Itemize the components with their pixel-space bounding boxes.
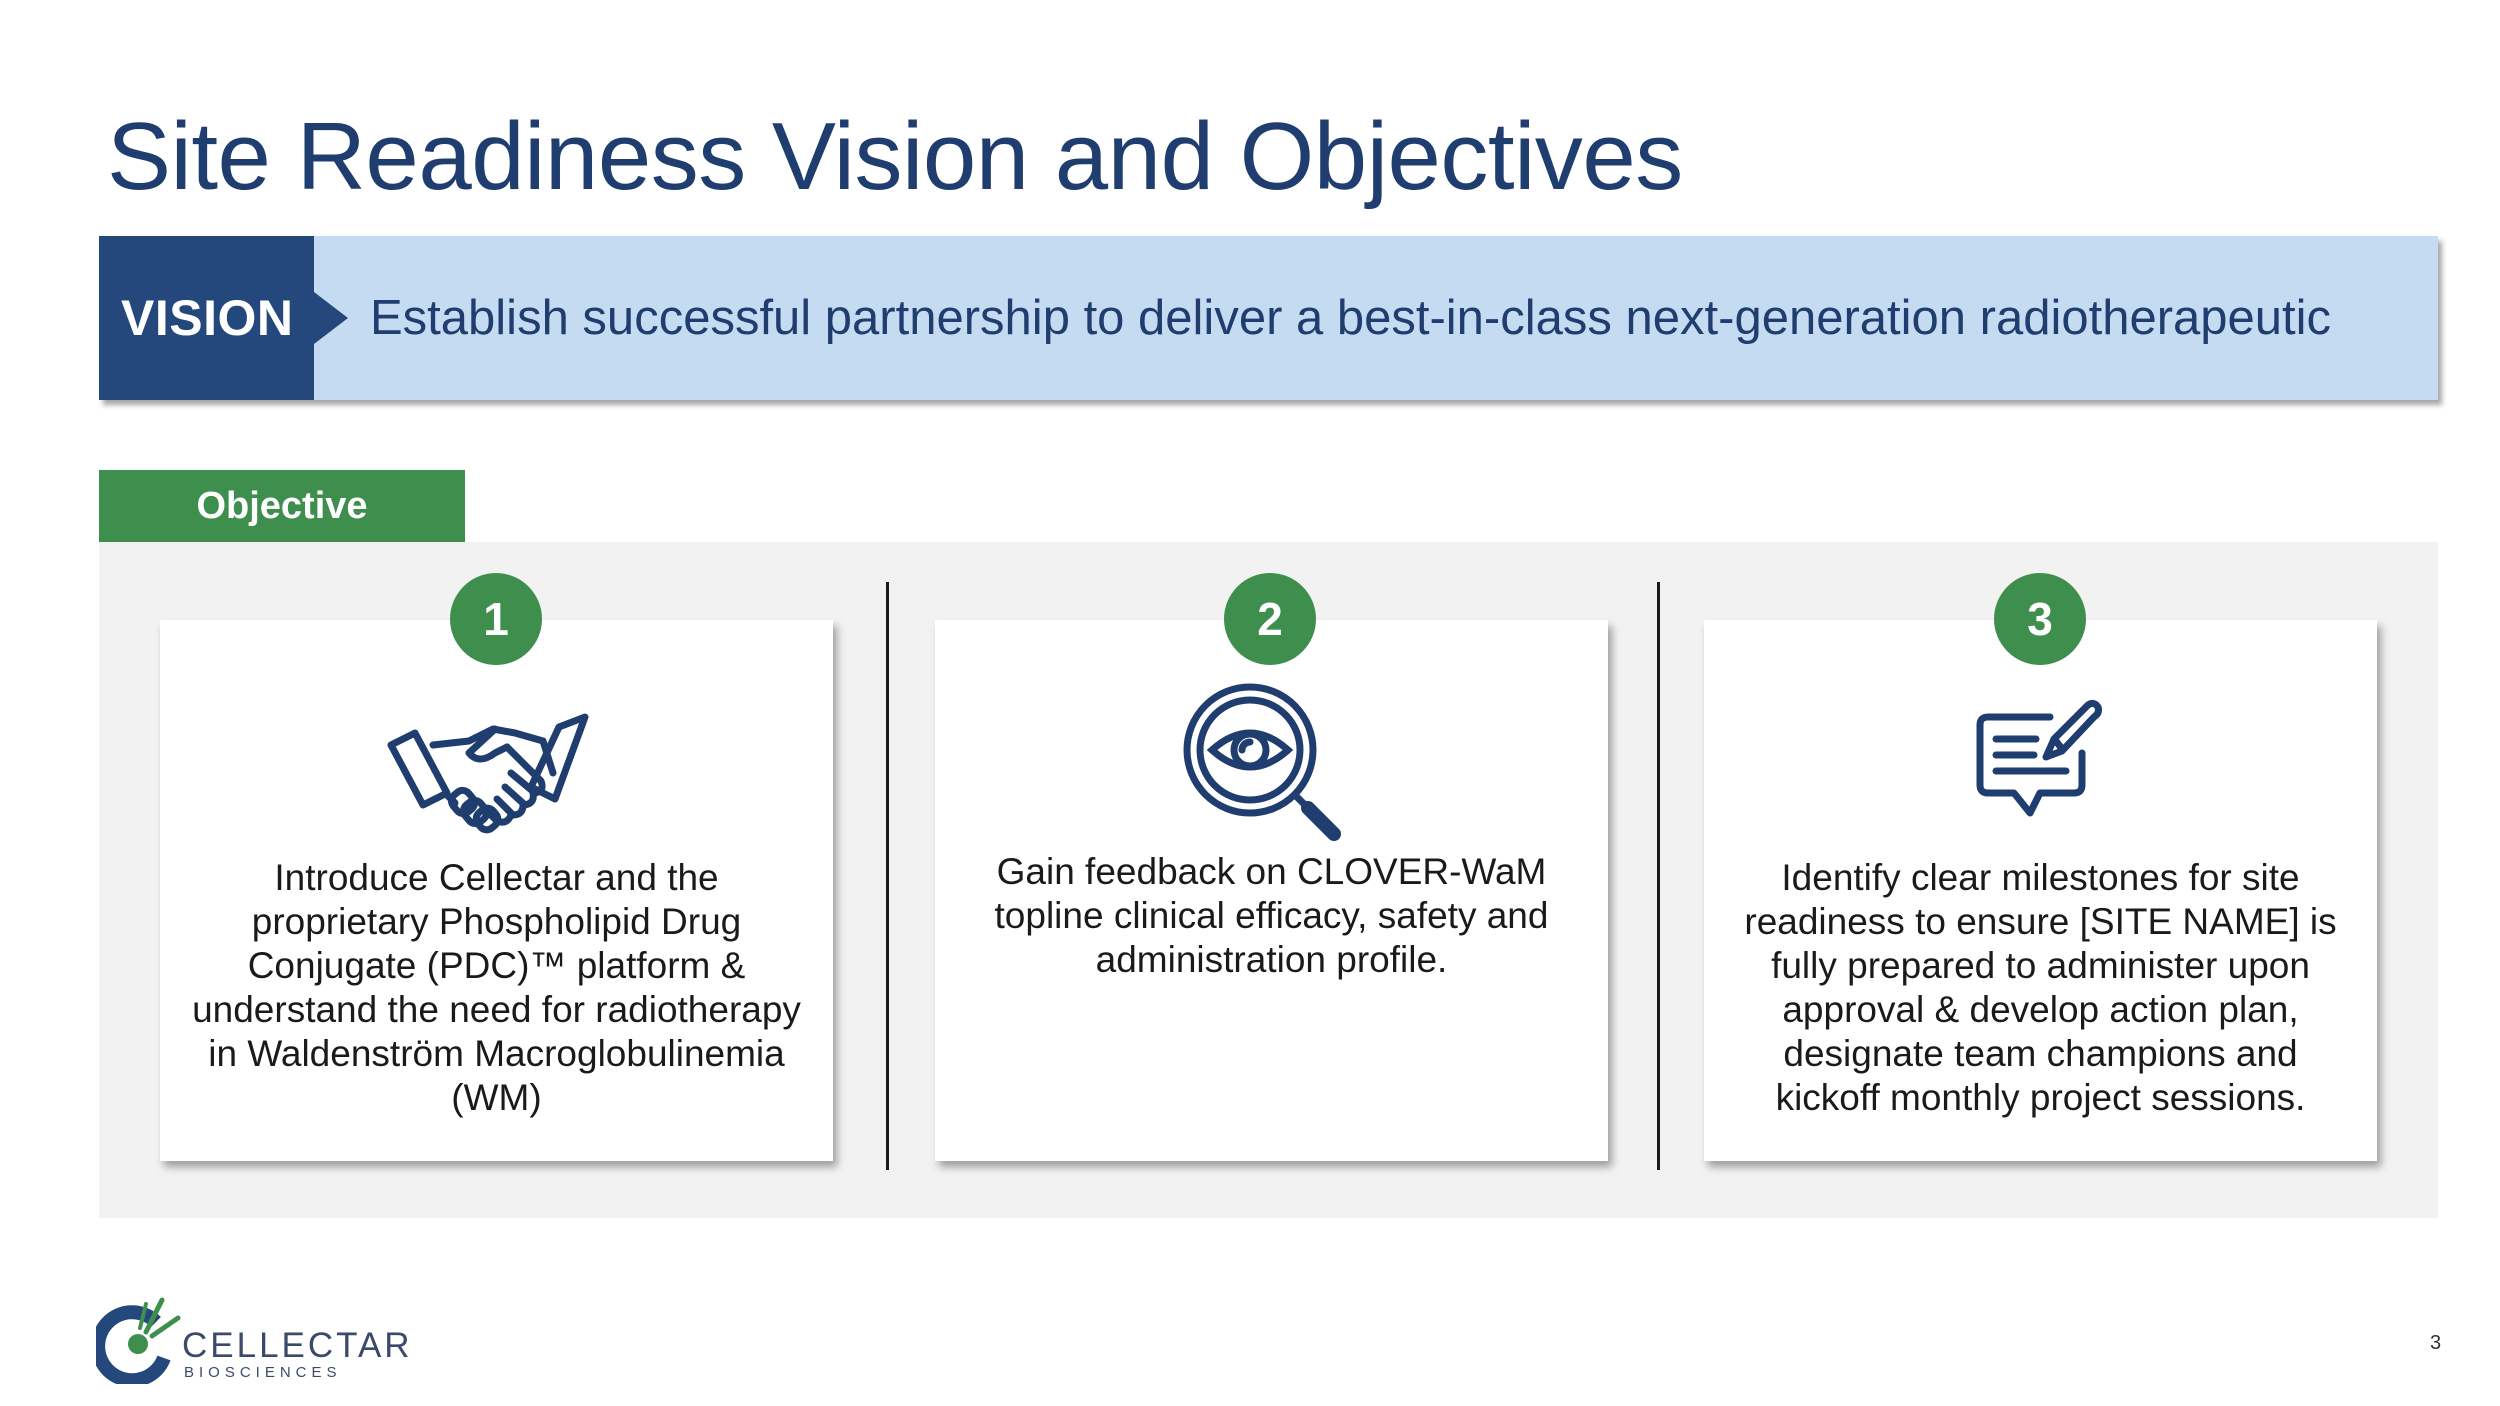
vision-arrow-icon bbox=[314, 292, 348, 344]
vision-label: VISION bbox=[121, 290, 294, 346]
document-chat-icon bbox=[1976, 699, 2102, 817]
objective-badge-3: 3 bbox=[1994, 573, 2086, 665]
cellectar-logo: CELLECTAR BIOSCIENCES bbox=[96, 1292, 426, 1384]
vision-text: Establish successful partnership to deli… bbox=[370, 291, 2332, 345]
column-divider-1 bbox=[886, 582, 889, 1170]
logo-name: CELLECTAR bbox=[182, 1326, 413, 1365]
slide-title: Site Readiness Vision and Objectives bbox=[107, 103, 1683, 210]
logo-subtitle: BIOSCIENCES bbox=[184, 1364, 342, 1381]
objective-text-2: Gain feedback on CLOVER-WaM topline clin… bbox=[994, 851, 1549, 980]
column-divider-2 bbox=[1657, 582, 1660, 1170]
handshake-icon bbox=[387, 713, 589, 834]
vision-tag: VISION bbox=[99, 236, 314, 400]
objective-card-3: Identify clear milestones for site readi… bbox=[1704, 620, 2377, 1161]
objective-tab: Objective bbox=[99, 470, 465, 542]
objective-text-1: Introduce Cellectar and the proprietary … bbox=[192, 857, 801, 1118]
page-number: 3 bbox=[2430, 1332, 2442, 1354]
magnifier-eye-icon bbox=[1183, 683, 1341, 841]
objective-card-1: Introduce Cellectar and the proprietary … bbox=[160, 620, 833, 1161]
objective-badge-2: 2 bbox=[1224, 573, 1316, 665]
vision-banner: VISION Establish successful partnership … bbox=[99, 236, 2438, 400]
objective-card-2: Gain feedback on CLOVER-WaM topline clin… bbox=[935, 620, 1608, 1161]
objective-badge-1: 1 bbox=[450, 573, 542, 665]
cellectar-logo-mark-icon bbox=[96, 1297, 181, 1384]
objective-text-3: Identify clear milestones for site readi… bbox=[1744, 857, 2337, 1118]
